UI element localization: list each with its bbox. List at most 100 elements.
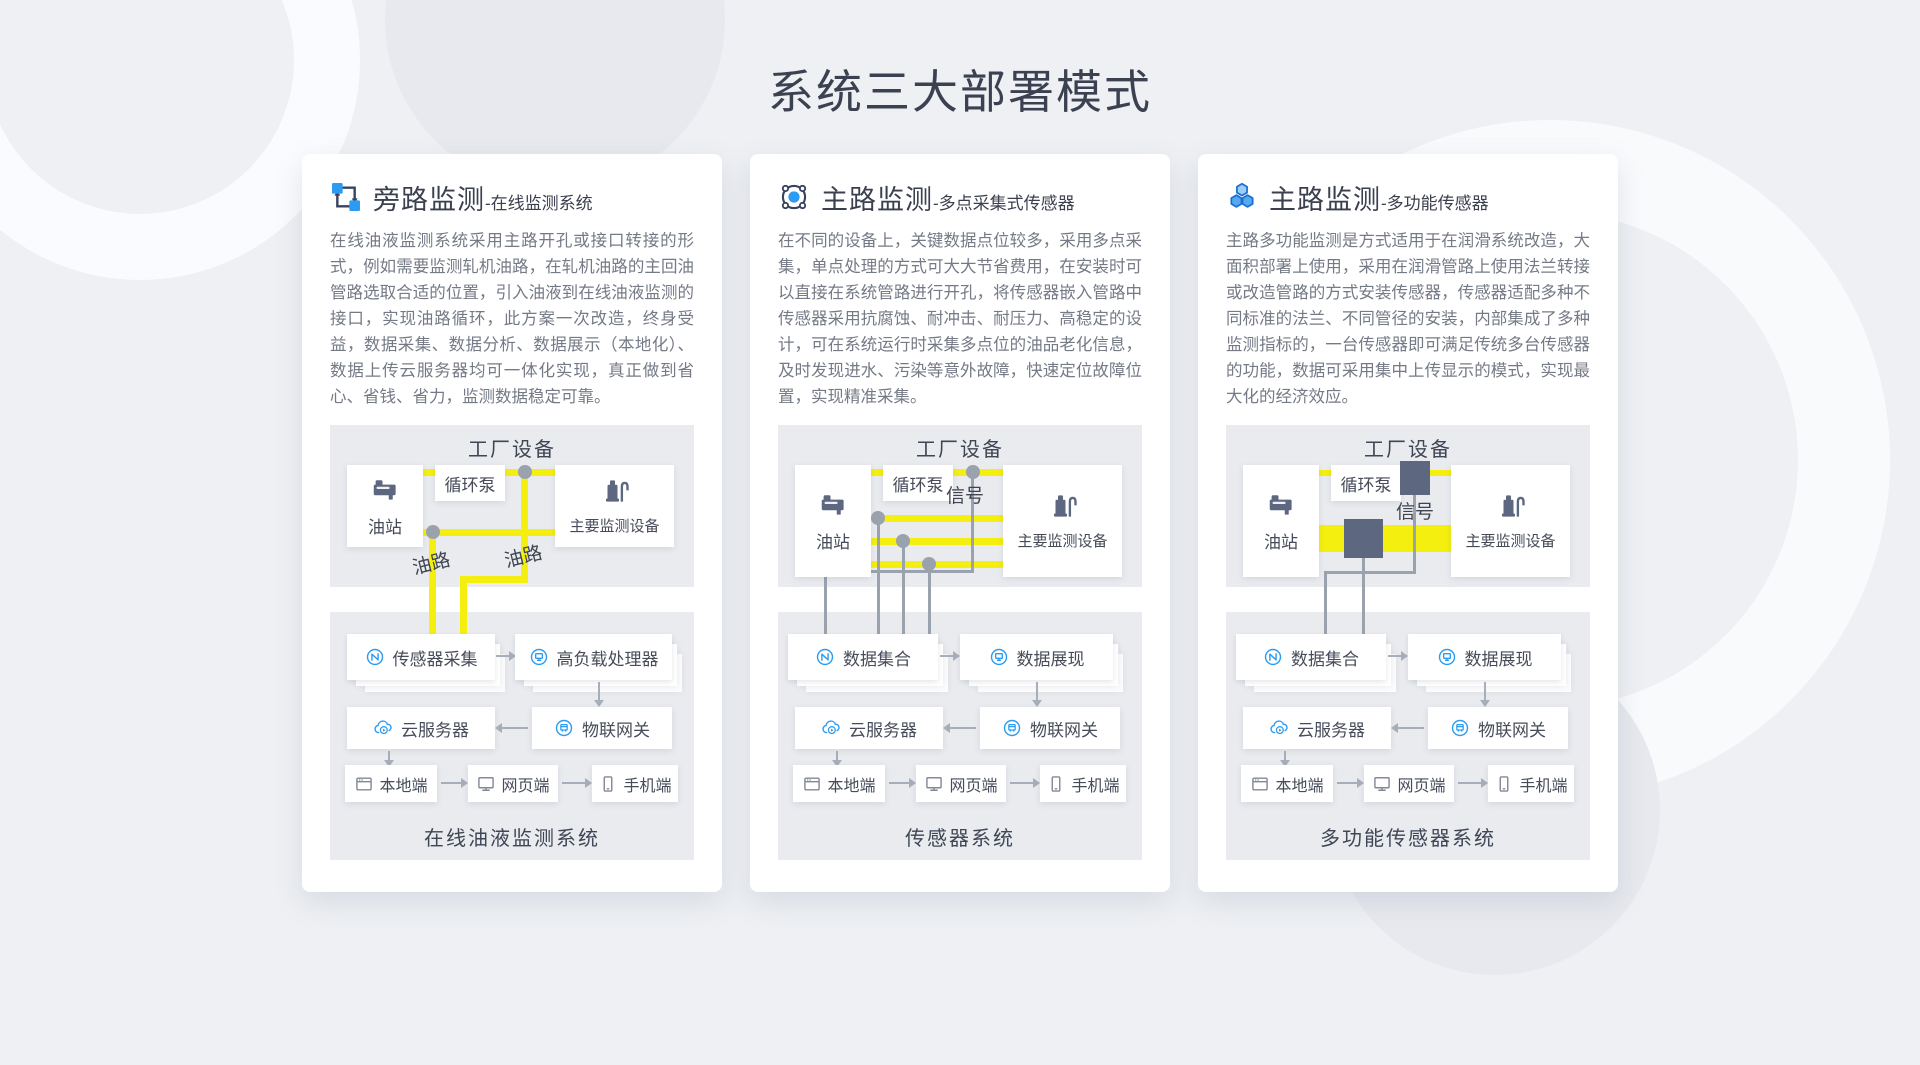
oil-pipe xyxy=(871,515,1003,522)
cloud-server-label: 云服务器 xyxy=(401,720,469,740)
iot-gateway-label: 物联网关 xyxy=(582,720,650,740)
local-client-label: 本地端 xyxy=(827,777,876,795)
iot-gateway-icon xyxy=(1002,718,1022,738)
arrow-down xyxy=(1280,751,1290,767)
data-display-label: 数据展现 xyxy=(1464,649,1533,669)
arrow-down xyxy=(1480,682,1490,707)
oil-station-box: 油站 xyxy=(347,465,423,547)
factory-label: 工厂设备 xyxy=(916,439,1004,461)
oil-pipe-drop-left xyxy=(429,532,436,637)
oil-station-icon xyxy=(370,474,400,504)
arrow-down xyxy=(594,682,604,707)
oil-station-icon xyxy=(818,489,848,519)
iot-gateway-box: 物联网关 xyxy=(980,707,1120,749)
arrow-right xyxy=(940,651,960,661)
local-client-box: 本地端 xyxy=(345,765,437,802)
oil-station-label: 油站 xyxy=(1264,533,1298,552)
arrow-right xyxy=(562,778,592,788)
web-client-label: 网页端 xyxy=(1397,777,1446,795)
arrow-right xyxy=(889,778,916,788)
card-heading: 主路监测 -多功能传感器 xyxy=(1269,178,1489,217)
signal-line xyxy=(1324,571,1416,574)
data-display-label: 数据展现 xyxy=(1016,649,1085,669)
diagram-caption: 传感器系统 xyxy=(905,828,1015,850)
card-bypass-monitoring: 旁路监测 -在线监测系统 在线油液监测系统采用主路开孔或接口转接的形式，例如需要… xyxy=(302,154,722,892)
card-header: 主路监测 -多点采集式传感器 xyxy=(778,179,1142,215)
sensor-block xyxy=(1344,519,1383,558)
mobile-client-icon xyxy=(1494,774,1514,794)
main-equipment-box: 主要监测设备 xyxy=(1003,465,1122,577)
oil-station-box: 油站 xyxy=(1243,465,1319,577)
signal-line xyxy=(971,472,974,572)
web-client-icon xyxy=(1372,774,1392,794)
card-header: 旁路监测 -在线监测系统 xyxy=(330,179,694,215)
card-subtitle: -多功能传感器 xyxy=(1381,193,1489,213)
arrow-right xyxy=(1388,651,1408,661)
card-subtitle: -在线监测系统 xyxy=(485,193,593,213)
mobile-client-icon xyxy=(598,774,618,794)
mobile-client-box: 手机端 xyxy=(592,765,678,802)
signal-line xyxy=(902,541,905,637)
web-client-label: 网页端 xyxy=(501,777,550,795)
mobile-client-icon xyxy=(1046,774,1066,794)
main-equipment-box: 主要监测设备 xyxy=(555,465,674,547)
arrow-left xyxy=(943,723,976,733)
factory-panel: 工厂设备 油站 循环泵 主要监测设备 xyxy=(778,425,1142,587)
deployment-cards: 旁路监测 -在线监测系统 在线油液监测系统采用主路开孔或接口转接的形式，例如需要… xyxy=(0,154,1920,892)
iot-gateway-box: 物联网关 xyxy=(532,707,672,749)
sensor-block xyxy=(1400,461,1430,495)
mobile-client-label: 手机端 xyxy=(1071,777,1120,795)
iot-gateway-box: 物联网关 xyxy=(1428,707,1568,749)
main-equipment-label: 主要监测设备 xyxy=(1465,533,1556,550)
card-description: 在不同的设备上，关键数据点位较多，采用多点采集，单点处理的方式可大大节省费用，在… xyxy=(778,232,1142,406)
local-client-icon xyxy=(802,774,822,794)
local-client-label: 本地端 xyxy=(1275,777,1324,795)
main-equipment-label: 主要监测设备 xyxy=(569,518,660,535)
web-client-box: 网页端 xyxy=(1364,765,1454,802)
sensor-dot xyxy=(966,465,980,479)
main-equipment-icon xyxy=(1496,491,1526,521)
circulation-pump-box: 循环泵 xyxy=(883,465,953,501)
cloud-server-label: 云服务器 xyxy=(849,720,917,740)
cloud-server-box: 云服务器 xyxy=(347,707,495,749)
main-equipment-icon xyxy=(1048,491,1078,521)
card-heading: 旁路监测 -在线监测系统 xyxy=(373,178,593,217)
data-aggregate-icon xyxy=(815,647,835,667)
cloud-server-label: 云服务器 xyxy=(1297,720,1365,740)
signal-line xyxy=(1324,574,1327,637)
circulation-pump-box: 循环泵 xyxy=(1331,465,1401,501)
arrow-right xyxy=(441,778,468,788)
main-equipment-box: 主要监测设备 xyxy=(1451,465,1570,577)
multifunction-diagram: 工厂设备 油站 循环泵 主要监测设备 xyxy=(1226,425,1590,860)
signal-label: 信号 xyxy=(946,486,985,507)
web-client-label: 网页端 xyxy=(949,777,998,795)
data-aggregate-box: 数据集合 xyxy=(788,634,938,680)
arrow-right xyxy=(1337,778,1364,788)
local-client-box: 本地端 xyxy=(1241,765,1333,802)
signal-line xyxy=(877,518,880,637)
signal-label: 信号 xyxy=(1396,502,1435,523)
web-client-box: 网页端 xyxy=(916,765,1006,802)
iot-gateway-label: 物联网关 xyxy=(1478,720,1546,740)
diagram-caption: 在线油液监测系统 xyxy=(424,828,600,850)
card-title: 主路监测 xyxy=(821,184,933,215)
sensor-dot xyxy=(922,557,936,571)
bypass-diagram: 工厂设备 油站 循环泵 主要监测设备 xyxy=(330,425,694,860)
mobile-client-box: 手机端 xyxy=(1488,765,1574,802)
oil-station-label: 油站 xyxy=(368,518,402,537)
signal-line xyxy=(928,564,931,637)
arrow-down xyxy=(384,751,394,767)
local-client-icon xyxy=(354,774,374,794)
circulation-pump-box: 循环泵 xyxy=(435,465,505,501)
main-equipment-icon xyxy=(600,476,630,506)
card-title: 旁路监测 xyxy=(373,184,485,215)
cloud-server-box: 云服务器 xyxy=(1243,707,1391,749)
factory-label: 工厂设备 xyxy=(1364,439,1452,461)
mobile-client-label: 手机端 xyxy=(623,777,672,795)
card-title: 主路监测 xyxy=(1269,184,1381,215)
card-description: 在线油液监测系统采用主路开孔或接口转接的形式，例如需要监测轧机油路，在轧机油路的… xyxy=(330,232,694,406)
junction-dot xyxy=(426,525,440,539)
card-header: 主路监测 -多功能传感器 xyxy=(1226,179,1590,215)
factory-label: 工厂设备 xyxy=(468,439,556,461)
local-client-box: 本地端 xyxy=(793,765,885,802)
